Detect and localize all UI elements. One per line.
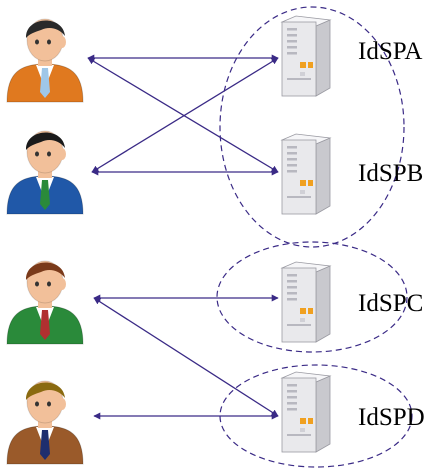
server-icon-b xyxy=(280,133,332,215)
user-icon-1 xyxy=(6,18,84,103)
user-icon-3 xyxy=(6,260,84,345)
provider-labels: IdSPA IdSPB IdSPC IdSPD xyxy=(358,38,425,431)
user-icon-2 xyxy=(6,130,84,215)
provider-label-d: IdSPD xyxy=(358,404,425,431)
provider-label-c: IdSPC xyxy=(358,290,423,317)
trust-cloud-c xyxy=(216,241,408,353)
connection-arrows xyxy=(87,54,279,420)
user-icon-4 xyxy=(6,380,84,465)
server-icon-c xyxy=(280,261,332,343)
provider-label-b: IdSPB xyxy=(358,160,423,187)
server-icon-a xyxy=(280,15,332,97)
connection-arrow-6 xyxy=(93,297,279,417)
connection-arrow-3 xyxy=(91,57,279,173)
provider-label-a: IdSPA xyxy=(358,38,422,65)
server-icon-d xyxy=(280,371,332,453)
servers xyxy=(280,15,332,453)
users xyxy=(6,18,84,465)
